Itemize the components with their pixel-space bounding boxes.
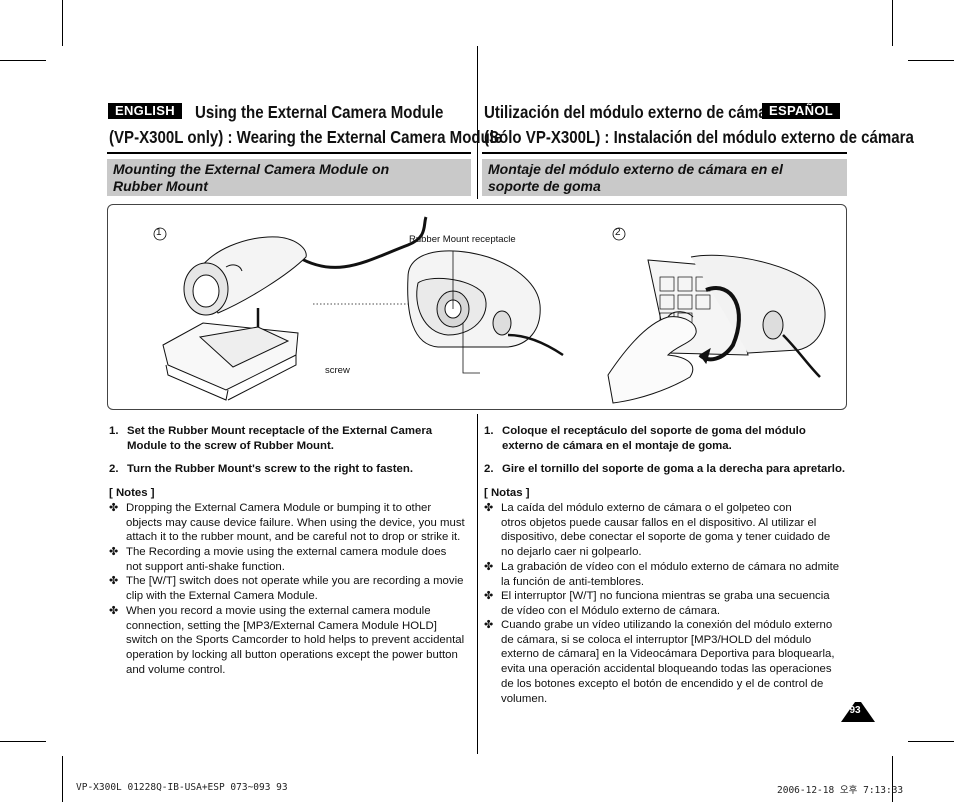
bullet-icon: ✤: [484, 590, 494, 602]
bullet-icon: ✤: [484, 619, 494, 631]
crop-mark: [908, 60, 954, 61]
bullet-icon: ✤: [484, 502, 494, 514]
bullet-icon: ✤: [109, 605, 119, 617]
note-line: de cámara, si se coloca el interruptor […: [501, 633, 812, 646]
page-number-badge: 93: [841, 702, 875, 722]
note-line: La grabación de vídeo con el módulo exte…: [501, 561, 840, 573]
step-number: 1.: [109, 425, 119, 437]
note-line: dispositivo, debe conectar el soporte de…: [501, 531, 831, 544]
crop-mark: [0, 741, 46, 742]
crop-mark: [62, 756, 63, 802]
note-line: operation by locking all button operatio…: [126, 649, 458, 662]
note-line: and volume control.: [126, 663, 226, 676]
spanish-language-tag: ESPAÑOL: [762, 103, 840, 119]
note-line: connection, setting the [MP3/External Ca…: [126, 619, 437, 632]
english-notes-heading: [ Notes ]: [109, 487, 155, 499]
crop-mark: [892, 756, 893, 802]
mounting-illustration: [153, 216, 826, 404]
bullet-icon: ✤: [109, 575, 119, 587]
step-number: 1.: [484, 425, 494, 437]
note-line: switch on the Sports Camcorder to hold h…: [126, 634, 465, 647]
note-line: externo de cámara] en la Videocámara Dep…: [501, 648, 835, 661]
bullet-icon: ✤: [109, 502, 119, 514]
english-subhead-line1: Mounting the External Camera Module on: [113, 161, 390, 177]
step-number: 2.: [484, 463, 494, 475]
note-line: El interruptor [W/T] no funciona mientra…: [501, 590, 830, 602]
spanish-subhead: Montaje del módulo externo de cámara en …: [482, 159, 847, 196]
spanish-title-line2: (Sólo VP-X300L) : Instalación del módulo…: [484, 127, 914, 147]
english-title-line2: (VP-X300L only) : Wearing the External C…: [109, 127, 503, 147]
note-line: de los botones excepto el botón de encen…: [501, 677, 824, 690]
center-divider: [477, 46, 478, 199]
bullet-icon: ✤: [109, 546, 119, 558]
step-number: 2.: [109, 463, 119, 475]
spanish-subhead-line2: soporte de goma: [488, 178, 601, 194]
note-line: When you record a movie using the extern…: [126, 605, 431, 617]
spanish-notes-heading: [ Notas ]: [484, 487, 530, 499]
note-line: evita una operación accidental bloqueand…: [501, 663, 832, 676]
english-subhead-line2: Rubber Mount: [113, 178, 208, 194]
bullet-icon: ✤: [484, 561, 494, 573]
footer-left: VP-X300L 01228Q-IB-USA+ESP 073~093 93: [76, 782, 288, 793]
english-step-1-line1: Set the Rubber Mount receptacle of the E…: [127, 425, 433, 437]
crop-mark: [892, 0, 893, 46]
title-rule: [482, 152, 847, 154]
receptacle-detail-drawing: [407, 250, 564, 374]
spanish-title-line1: Utilización del módulo externo de cámara: [484, 102, 781, 122]
step-2-label: 2: [615, 227, 621, 238]
english-subhead: Mounting the External Camera Module on R…: [107, 159, 471, 196]
crop-mark: [0, 60, 46, 61]
note-line: objects may cause device failure. When u…: [126, 516, 465, 529]
note-line: la función de anti-temblores.: [501, 575, 645, 588]
english-step-2-line1: Turn the Rubber Mount's screw to the rig…: [127, 463, 413, 475]
note-line: volumen.: [501, 692, 548, 705]
english-title-line1: Using the External Camera Module: [195, 102, 444, 122]
receptacle-callout: Rubber Mount receptacle: [409, 234, 516, 245]
note-line: otros objetos puede causar fallos en el …: [501, 516, 817, 529]
note-line: attach it to the rubber mount, and be ca…: [126, 531, 461, 544]
spanish-subhead-line1: Montaje del módulo externo de cámara en …: [488, 161, 783, 177]
note-line: The [W/T] switch does not operate while …: [126, 575, 464, 587]
crop-mark: [62, 0, 63, 46]
hand-turning-screw-drawing: [607, 254, 826, 404]
english-language-tag: ENGLISH: [108, 103, 182, 119]
spanish-step-1-line2: externo de cámara en el montaje de goma.: [502, 439, 732, 452]
note-line: clip with the External Camera Module.: [126, 589, 318, 602]
note-line: de vídeo con el Módulo externo de cámara…: [501, 604, 721, 617]
step-1-label: 1: [156, 227, 162, 238]
center-divider: [477, 414, 478, 754]
english-step-1-line2: Module to the screw of Rubber Mount.: [127, 439, 334, 452]
illustration-box: 1 2 Rubber Mount receptacle screw: [107, 204, 847, 410]
camera-module-drawing: [162, 216, 428, 401]
note-line: Dropping the External Camera Module or b…: [126, 502, 432, 514]
crop-mark: [908, 741, 954, 742]
spanish-step-2-line1: Gire el tornillo del soporte de goma a l…: [502, 463, 846, 475]
note-line: Cuando grabe un vídeo utilizando la cone…: [501, 619, 833, 631]
spanish-step-1-line1: Coloque el receptáculo del soporte de go…: [502, 425, 806, 437]
note-line: not support anti-shake function.: [126, 560, 285, 573]
note-line: La caída del módulo externo de cámara o …: [501, 502, 792, 514]
footer-right: 2006-12-18 오후 7:13:33: [777, 785, 904, 796]
note-line: no dejarlo caer ni golpearlo.: [501, 546, 642, 559]
page-number: 93: [849, 705, 861, 716]
note-line: The Recording a movie using the external…: [126, 546, 447, 558]
title-rule: [107, 152, 471, 154]
screw-callout: screw: [325, 365, 350, 376]
